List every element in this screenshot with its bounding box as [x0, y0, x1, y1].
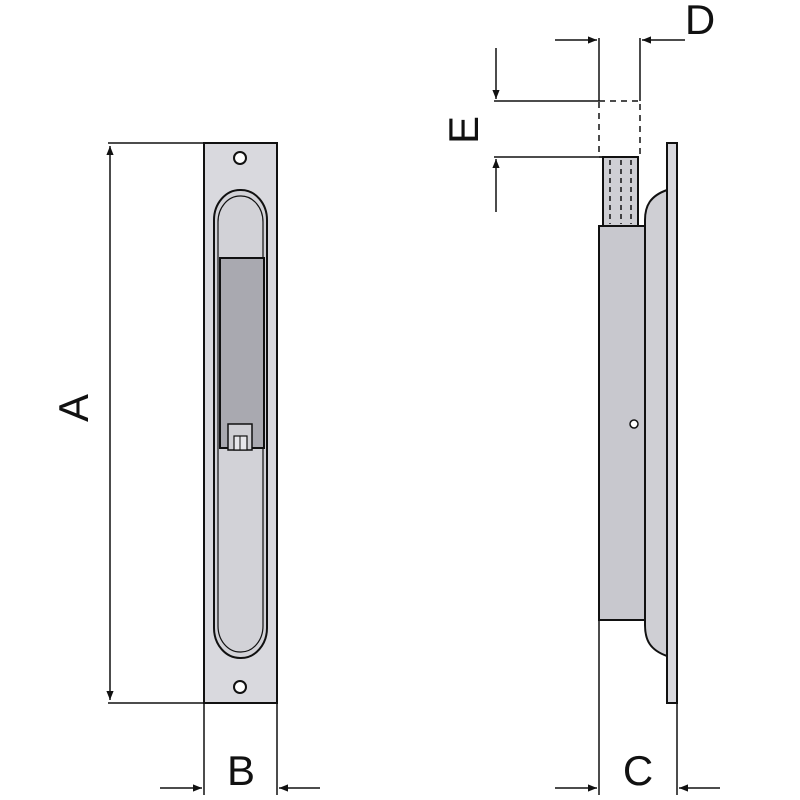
front-view [203, 142, 278, 704]
dimension-b: B [160, 703, 320, 795]
dimension-c-label: C [623, 747, 653, 794]
side-view [598, 100, 678, 704]
dimension-d: D [555, 0, 715, 101]
bottom-screw-hole [233, 680, 247, 694]
side-face-flange [666, 142, 678, 704]
side-handle-profile [644, 188, 668, 658]
dimension-d-label: D [685, 0, 715, 43]
top-screw-hole [233, 151, 247, 165]
dimension-e: E [440, 48, 603, 212]
slider-window [219, 257, 265, 449]
dimension-a-label: A [50, 394, 97, 422]
dimension-a: A [50, 142, 204, 704]
dimension-e-label: E [440, 116, 487, 144]
dimension-b-label: B [227, 747, 255, 794]
dimension-c: C [555, 620, 720, 795]
bolt-extended-outline [598, 100, 641, 158]
side-rivet [629, 419, 639, 429]
